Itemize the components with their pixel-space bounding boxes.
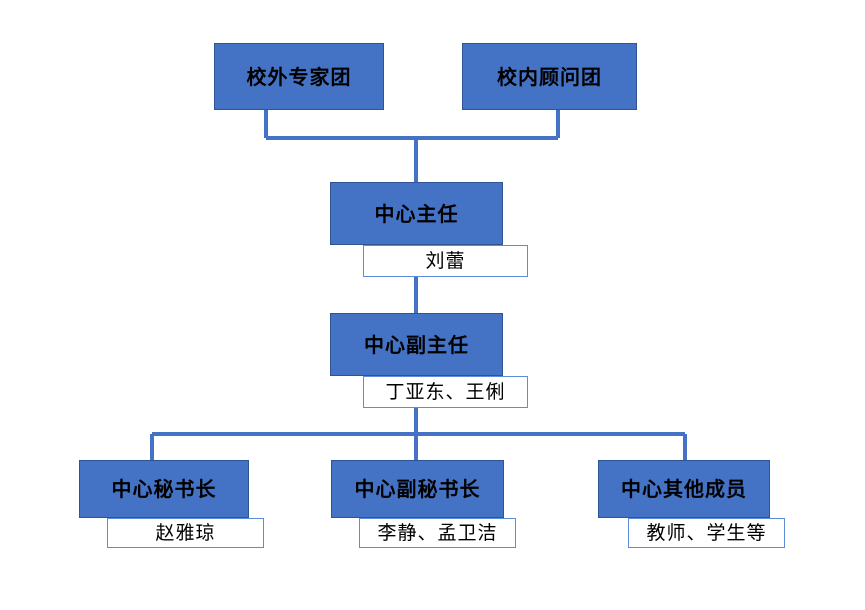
node-center-director-name-box[interactable]: 刘蕾 — [363, 245, 528, 277]
node-center-other-members[interactable]: 中心其他成员 — [598, 460, 770, 518]
node-center-director-role: 中心主任 — [374, 201, 459, 226]
node-center-other-members-name: 教师、学生等 — [646, 521, 767, 544]
node-center-deputy-secretary-general-name-box[interactable]: 李静、孟卫洁 — [359, 518, 516, 548]
node-center-director[interactable]: 中心主任 — [330, 182, 503, 245]
node-center-deputy-director-role: 中心副主任 — [364, 332, 469, 357]
node-external-experts[interactable]: 校外专家团 — [214, 43, 384, 110]
node-center-deputy-secretary-general[interactable]: 中心副秘书长 — [331, 460, 504, 518]
node-center-deputy-secretary-general-name: 李静、孟卫洁 — [377, 521, 498, 544]
node-center-deputy-secretary-general-role: 中心副秘书长 — [354, 477, 481, 501]
node-center-other-members-role: 中心其他成员 — [621, 477, 747, 501]
node-center-other-members-name-box[interactable]: 教师、学生等 — [628, 518, 785, 548]
node-external-experts-role: 校外专家团 — [246, 64, 352, 89]
node-center-secretary-general-name: 赵雅琼 — [155, 521, 216, 544]
node-center-deputy-director-name: 丁亚东、王俐 — [385, 380, 506, 403]
node-center-secretary-general[interactable]: 中心秘书长 — [79, 460, 249, 518]
node-center-secretary-general-name-box[interactable]: 赵雅琼 — [107, 518, 264, 548]
node-center-secretary-general-role: 中心秘书长 — [111, 477, 217, 501]
node-center-director-name: 刘蕾 — [425, 249, 466, 272]
node-center-deputy-director-name-box[interactable]: 丁亚东、王俐 — [363, 376, 528, 408]
node-internal-advisors[interactable]: 校内顾问团 — [462, 43, 637, 110]
node-center-deputy-director[interactable]: 中心副主任 — [330, 313, 503, 376]
node-internal-advisors-role: 校内顾问团 — [497, 64, 602, 89]
